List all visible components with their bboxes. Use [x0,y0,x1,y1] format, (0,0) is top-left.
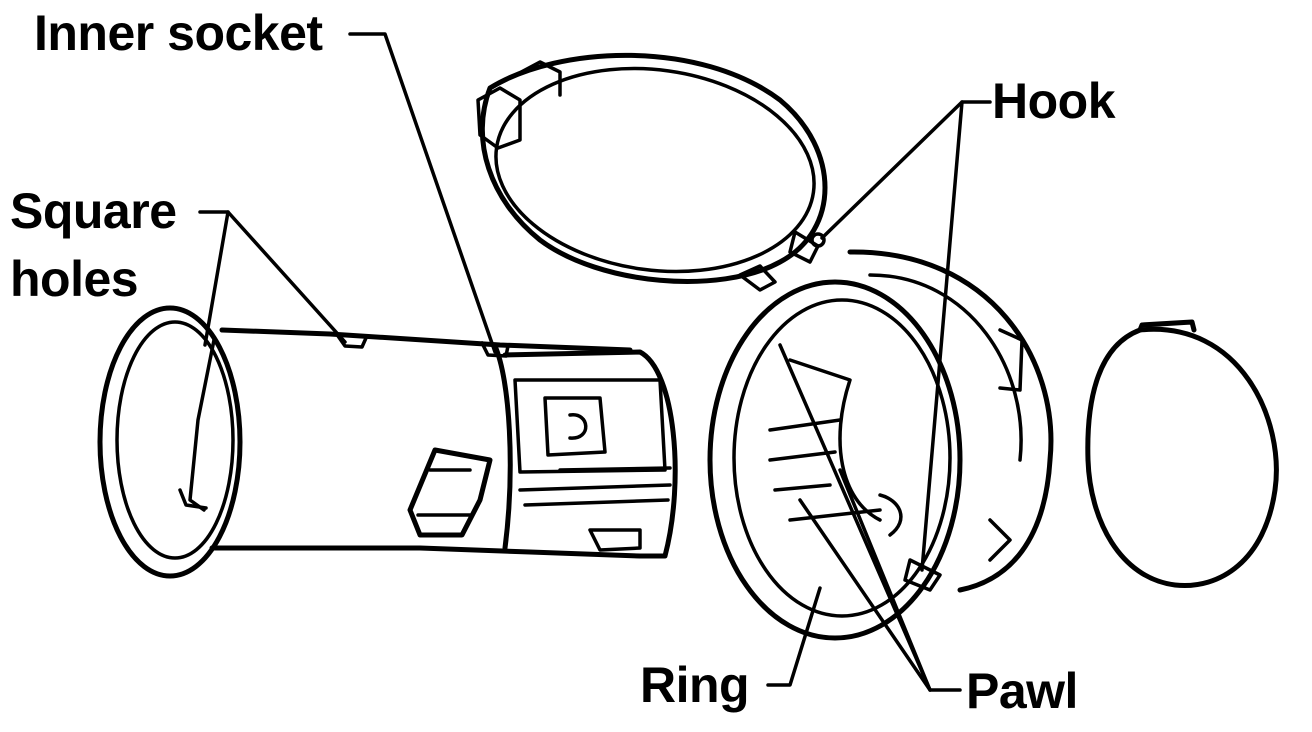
label-square: Square [10,183,177,239]
square-hole-top [336,334,368,349]
leader-pawl-2 [798,498,932,692]
cap-disc-part [1085,319,1279,589]
hinge-pin [810,232,826,248]
ring-pawl-detail [878,493,903,537]
lid-tab-2 [508,60,562,97]
leader-square-holes-2 [203,210,230,347]
ring-hook-detail [903,558,942,592]
inner-socket-part [97,305,678,579]
label-pawl: Pawl [966,663,1078,719]
socket-side-clip-inner [416,468,472,517]
leader-inner-socket [348,32,497,354]
lid-tab [476,86,522,150]
socket-rear-bottom [588,528,642,552]
label-holes: holes [10,251,139,307]
lid-part [476,52,828,284]
ring-back-inner [868,273,1023,462]
cap-disc [1085,326,1279,589]
socket-front-slot [188,338,216,512]
lid-inner [494,66,816,274]
ring-inner-bars [768,418,882,522]
lid-outer [479,52,828,284]
ring-tab-2 [988,518,1012,562]
ring-inner-detail [788,358,882,522]
ring-outer [707,279,963,641]
ring-inner [732,298,952,618]
ring-part [707,230,1054,641]
leader-square-holes [198,210,347,344]
leader-hook [820,100,992,240]
label-inner-socket: Inner socket [34,5,323,61]
hinge-right [788,230,820,264]
label-hook: Hook [992,73,1116,129]
leader-pawl-3 [838,468,932,692]
socket-front-rim-outer [97,305,243,579]
socket-rear-section [502,349,678,559]
socket-body-bottom-edge [209,545,643,559]
socket-front-slot-2 [178,488,208,510]
socket-rear-window [543,396,607,457]
socket-front-rim-inner [115,320,235,560]
socket-rear-frame [513,378,667,474]
leader-lines [198,32,992,692]
socket-body-mid-curve [492,343,513,551]
leader-ring [766,586,822,687]
socket-rear-rib [518,466,672,507]
socket-side-clip [407,447,493,538]
socket-terminal [568,413,588,440]
label-ring: Ring [640,657,750,713]
socket-body-top-edge [219,327,633,353]
hinge-left [738,264,777,292]
cap-disc-tab [1137,319,1197,333]
ring-tab [998,328,1024,392]
leader-hook-2 [920,100,964,572]
